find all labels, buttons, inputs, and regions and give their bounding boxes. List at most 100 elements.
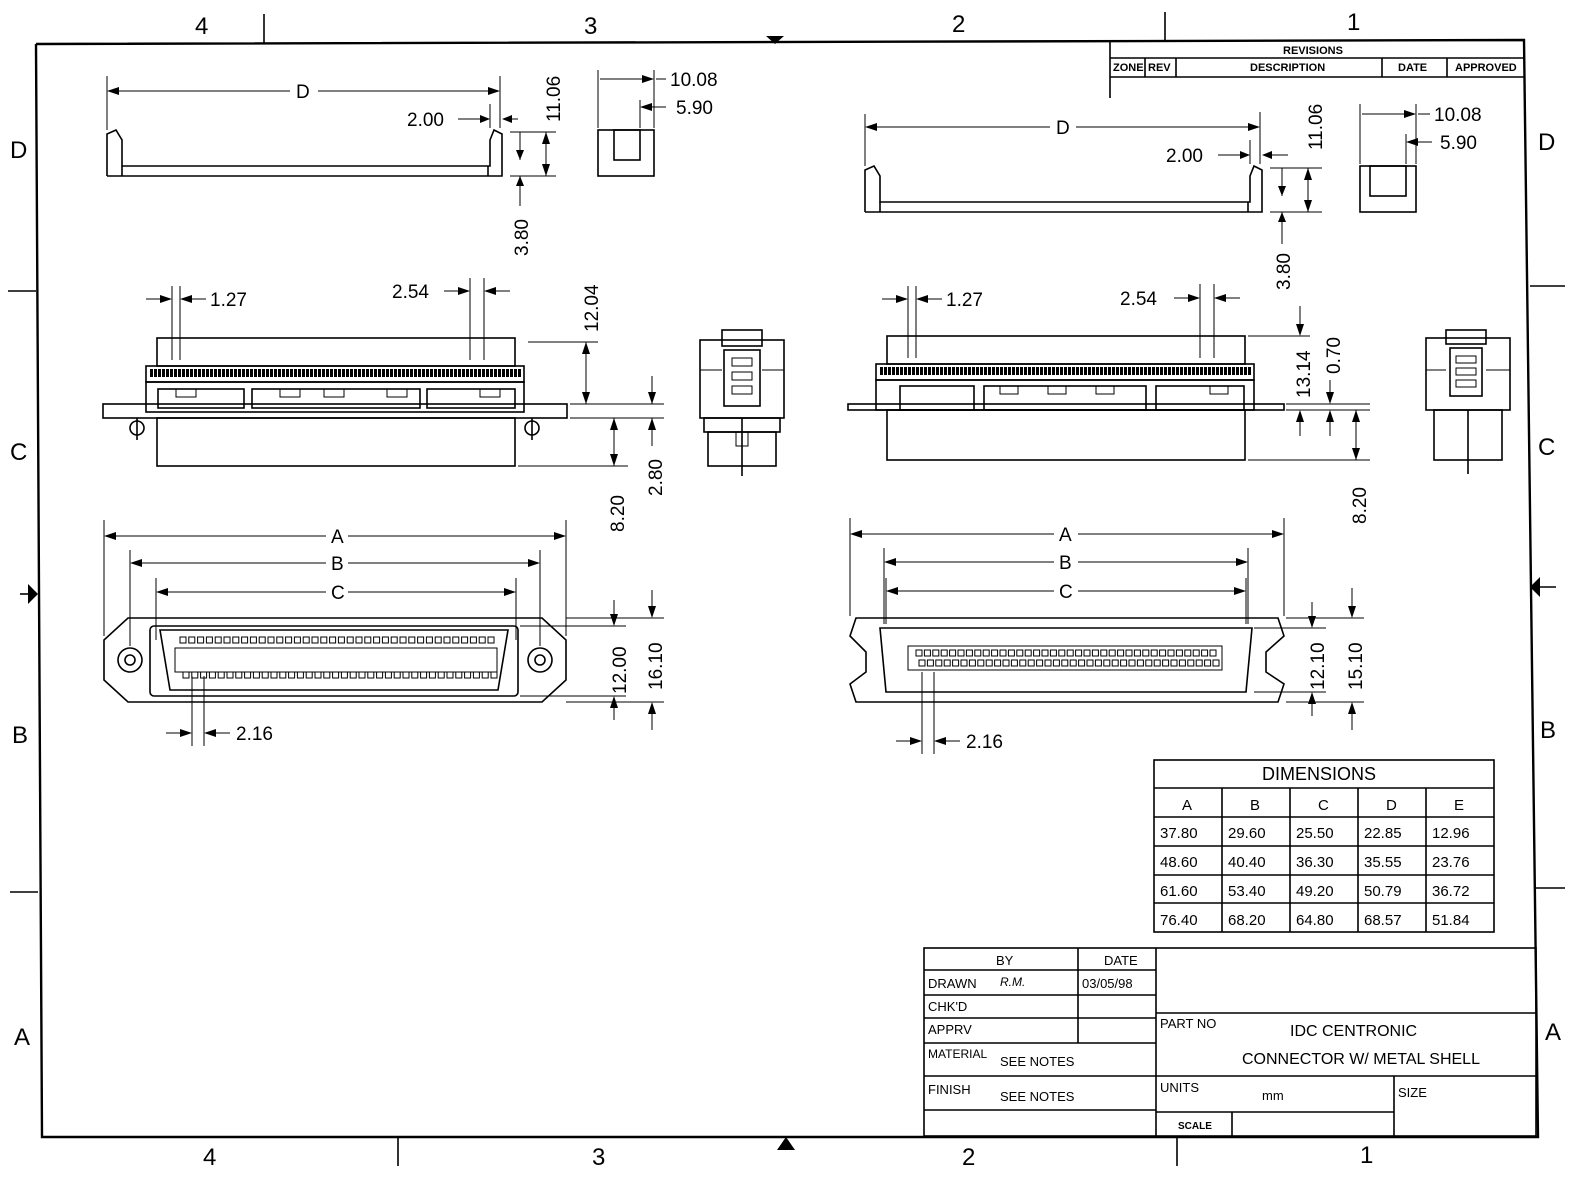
contact-pin: [487, 636, 495, 644]
contact-pin: [1162, 659, 1170, 667]
contact-pin: [267, 636, 275, 644]
contact-tooth: [378, 369, 381, 377]
title-block-units-value: mm: [1262, 1088, 1284, 1103]
contact-pin: [349, 671, 357, 679]
contact-tooth: [430, 369, 433, 377]
contact-pin: [197, 636, 205, 644]
contact-pin: [960, 659, 968, 667]
contact-tooth: [944, 367, 947, 375]
contact-pin: [411, 671, 419, 679]
zone-col-4-top: 4: [195, 13, 208, 40]
contact-tooth: [470, 369, 473, 377]
contact-tooth: [1244, 367, 1247, 375]
contact-pin: [1010, 659, 1018, 667]
contact-pin: [1212, 659, 1220, 667]
contact-tooth: [362, 369, 365, 377]
contact-tooth: [306, 369, 309, 377]
contact-pin: [279, 671, 287, 679]
dimensions-header-a: A: [1182, 797, 1192, 814]
contact-tooth: [1068, 367, 1071, 375]
contact-tooth: [178, 369, 181, 377]
contact-tooth: [482, 369, 485, 377]
contact-tooth: [338, 369, 341, 377]
contact-pin: [226, 671, 234, 679]
contact-pin: [1184, 649, 1192, 657]
dimensions-cell: 64.80: [1296, 912, 1334, 929]
contact-pin: [258, 636, 266, 644]
zone-labels: 4 3 2 1 4 3 2 1 D C B A D C B A: [10, 9, 1561, 1171]
contact-tooth: [490, 369, 493, 377]
contact-pin: [302, 636, 310, 644]
contact-pin: [390, 636, 398, 644]
contact-tooth: [1076, 367, 1079, 375]
dimensions-cell: 23.76: [1432, 854, 1470, 871]
contact-tooth: [968, 367, 971, 375]
right-end-view-small: 10.08 5.90: [1359, 104, 1482, 213]
contact-tooth: [426, 369, 429, 377]
contact-pin: [935, 659, 943, 667]
contact-pin: [364, 636, 372, 644]
contact-tooth: [980, 367, 983, 375]
contact-pin: [337, 636, 345, 644]
title-block-apprv-label: APPRV: [928, 1022, 972, 1037]
contact-tooth: [932, 367, 935, 375]
contact-tooth: [1228, 367, 1231, 375]
contact-pin: [373, 636, 381, 644]
dimensions-cell: 12.96: [1432, 825, 1470, 842]
contact-tooth: [912, 367, 915, 375]
contact-tooth: [298, 369, 301, 377]
title-block-material-value: SEE NOTES: [1000, 1054, 1075, 1069]
contact-tooth: [1232, 367, 1235, 375]
title-block-scale-label: SCALE: [1178, 1121, 1212, 1132]
contact-tooth: [1208, 367, 1211, 375]
contact-tooth: [162, 369, 165, 377]
title-block-title-line1: IDC CENTRONIC: [1290, 1023, 1417, 1040]
contact-tooth: [474, 369, 477, 377]
contact-tooth: [988, 367, 991, 375]
contact-pin: [940, 649, 948, 657]
contact-tooth: [1040, 367, 1043, 375]
contact-pin: [1100, 649, 1108, 657]
contact-tooth: [1184, 367, 1187, 375]
title-block-part-no-label: PART NO: [1160, 1016, 1216, 1031]
contact-tooth: [992, 367, 995, 375]
contact-tooth: [1120, 367, 1123, 375]
contact-tooth: [1140, 367, 1143, 375]
contact-tooth: [202, 369, 205, 377]
contact-tooth: [1212, 367, 1215, 375]
contact-tooth: [302, 369, 305, 377]
contact-pin: [182, 671, 190, 679]
contact-tooth: [1188, 367, 1191, 375]
contact-pin: [1024, 649, 1032, 657]
right-top-view: D 2.00 11.06 3.80: [864, 104, 1327, 290]
contact-pin: [417, 636, 425, 644]
contact-tooth: [1172, 367, 1175, 375]
left-front-view: A B C 12.00 16.10 2.: [103, 520, 667, 746]
contact-pin: [311, 636, 319, 644]
contact-tooth: [900, 367, 903, 375]
contact-tooth: [1152, 367, 1155, 375]
contact-pin: [340, 671, 348, 679]
contact-pin: [1111, 659, 1119, 667]
contact-tooth: [374, 369, 377, 377]
contact-tooth: [880, 367, 883, 375]
contact-tooth: [1052, 367, 1055, 375]
zone-col-1-bottom: 1: [1360, 1142, 1373, 1169]
contact-pin: [478, 636, 486, 644]
contact-pin: [223, 636, 231, 644]
contact-pin: [1103, 659, 1111, 667]
contact-tooth: [1128, 367, 1131, 375]
contact-tooth: [278, 369, 281, 377]
contact-tooth: [398, 369, 401, 377]
contact-tooth: [1108, 367, 1111, 375]
contact-tooth: [238, 369, 241, 377]
contact-pin: [1133, 649, 1141, 657]
contact-tooth: [1092, 367, 1095, 375]
contact-tooth: [1060, 367, 1063, 375]
rev-header-rev: REV: [1148, 62, 1171, 74]
contact-pin: [943, 659, 951, 667]
contact-tooth: [884, 367, 887, 375]
right-top-dim-1106: 11.06: [1306, 104, 1327, 150]
contact-pin: [1041, 649, 1049, 657]
title-block-by-label: BY: [996, 953, 1014, 968]
